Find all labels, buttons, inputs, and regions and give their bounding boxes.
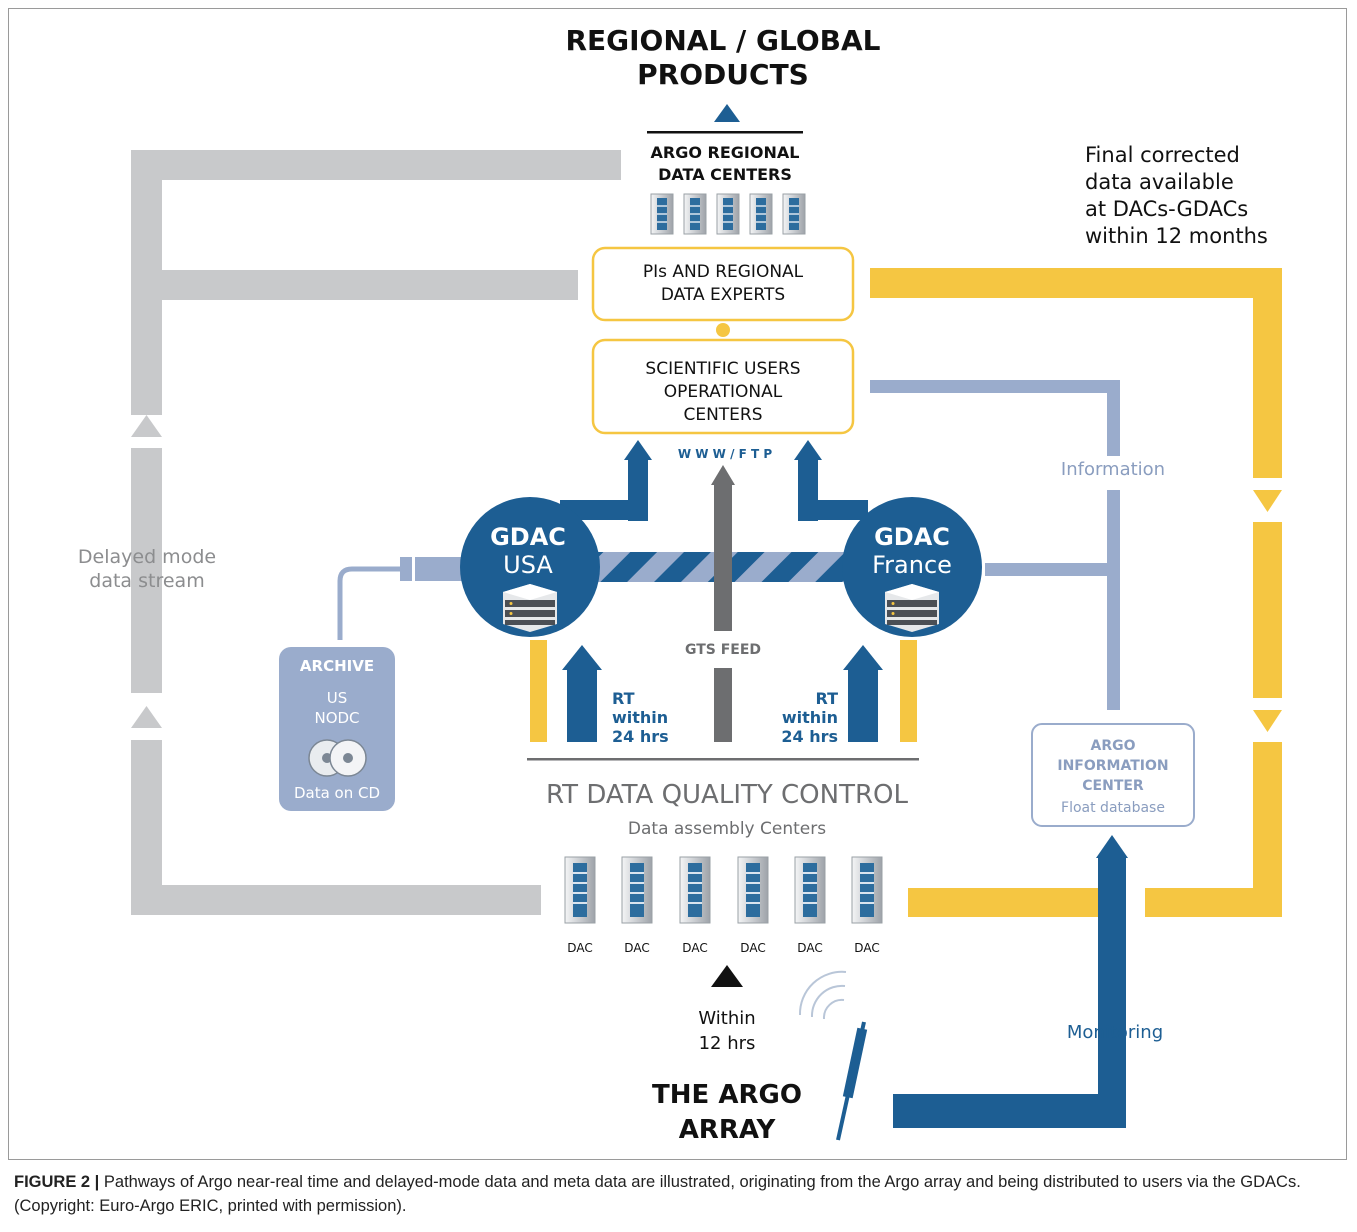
within12-line1: Within (698, 1008, 755, 1029)
archive-line1: US (327, 689, 348, 707)
yellow-arrow-down-1 (1253, 490, 1282, 512)
monitoring-path (893, 835, 1128, 1128)
delayed-mode-path (131, 150, 621, 915)
rt-right-line2: within (782, 708, 838, 727)
gts-feed-path (711, 465, 735, 742)
within-12-arrow (711, 965, 743, 987)
regional-rule (647, 131, 803, 134)
delayed-mode-line2: data stream (89, 570, 204, 592)
pis-line2: DATA EXPERTS (661, 285, 785, 305)
final-corrected-line4: within 12 months (1085, 224, 1268, 248)
information-label: Information (1061, 459, 1165, 480)
rt-right-line3: 24 hrs (781, 727, 838, 746)
gdac-france-line1: GDAC (874, 523, 950, 551)
information-path (337, 380, 1120, 710)
within12-line2: 12 hrs (699, 1033, 756, 1054)
yellow-arrow-down-2 (1253, 710, 1282, 732)
connector-dot (716, 323, 730, 337)
figure-caption: FIGURE 2 | Pathways of Argo near-real ti… (14, 1170, 1344, 1218)
delayed-arrow-up-1 (131, 415, 162, 437)
pis-box (591, 246, 855, 322)
archive-line3: Data on CD (294, 784, 380, 802)
dac-label-6: DAC (854, 941, 879, 955)
final-corrected-path (530, 268, 1282, 917)
users-line3: CENTERS (683, 405, 762, 425)
gdac-usa-line2: USA (503, 551, 553, 579)
products-title-line2: PRODUCTS (637, 58, 809, 91)
argo-array-line2: ARRAY (679, 1115, 777, 1145)
pis-line1: PIs AND REGIONAL (643, 262, 804, 282)
delayed-arrow-up-2 (131, 706, 162, 728)
rt-left-line1: RT (612, 689, 635, 708)
rt-qc-divider (527, 758, 919, 761)
info-center-line3: CENTER (1082, 778, 1144, 794)
users-line2: OPERATIONAL (664, 382, 783, 402)
dac-label-1: DAC (567, 941, 592, 955)
www-ftp-label: W W W / F T P (678, 447, 773, 461)
dac-label-3: DAC (682, 941, 707, 955)
info-center-box (1031, 723, 1195, 827)
rt-right-line1: RT (815, 689, 838, 708)
final-corrected-line1: Final corrected (1085, 143, 1240, 167)
final-corrected-line3: at DACs-GDACs (1085, 197, 1248, 221)
caption-text: Pathways of Argo near-real time and dela… (14, 1173, 1301, 1215)
dac-label-5: DAC (797, 941, 822, 955)
rt-left-line3: 24 hrs (612, 727, 669, 746)
regional-centers-line2: DATA CENTERS (658, 165, 792, 184)
gdac-usa (460, 497, 600, 637)
info-center-line1: ARGO (1090, 738, 1135, 754)
argo-array-line1: THE ARGO (652, 1080, 802, 1110)
cd-icon (308, 739, 367, 777)
archive-line2: NODC (314, 709, 359, 727)
gdac-france (842, 497, 982, 637)
info-center-line2: INFORMATION (1057, 758, 1168, 774)
users-line1: SCIENTIFIC USERS (645, 359, 800, 379)
archive-box (279, 647, 395, 811)
final-corrected-line2: data available (1085, 170, 1234, 194)
gdac-usa-line1: GDAC (490, 523, 566, 551)
regional-server-racks (650, 193, 806, 235)
dac-label-2: DAC (624, 941, 649, 955)
gdac-france-line2: France (872, 551, 952, 579)
archive-title: ARCHIVE (300, 657, 374, 675)
users-box (591, 338, 855, 435)
dac-racks (564, 856, 883, 924)
monitoring-label: Monitoring (1067, 1022, 1163, 1043)
rt-qc-title: RT DATA QUALITY CONTROL (546, 780, 909, 810)
caption-label: FIGURE 2 | (14, 1173, 100, 1191)
dac-label-4: DAC (740, 941, 765, 955)
rt-left-line2: within (612, 708, 668, 727)
delayed-mode-line1: Delayed mode (78, 546, 216, 568)
figure-frame (8, 8, 1347, 1160)
gts-feed-label: GTS FEED (685, 642, 761, 658)
argo-float-icon (798, 970, 868, 1141)
realtime-path (560, 440, 883, 742)
products-arrow (714, 104, 740, 122)
regional-centers-line1: ARGO REGIONAL (651, 143, 800, 162)
products-title-line1: REGIONAL / GLOBAL (565, 24, 880, 57)
dac-subtitle: Data assembly Centers (628, 819, 826, 839)
info-center-line4: Float database (1061, 800, 1165, 816)
